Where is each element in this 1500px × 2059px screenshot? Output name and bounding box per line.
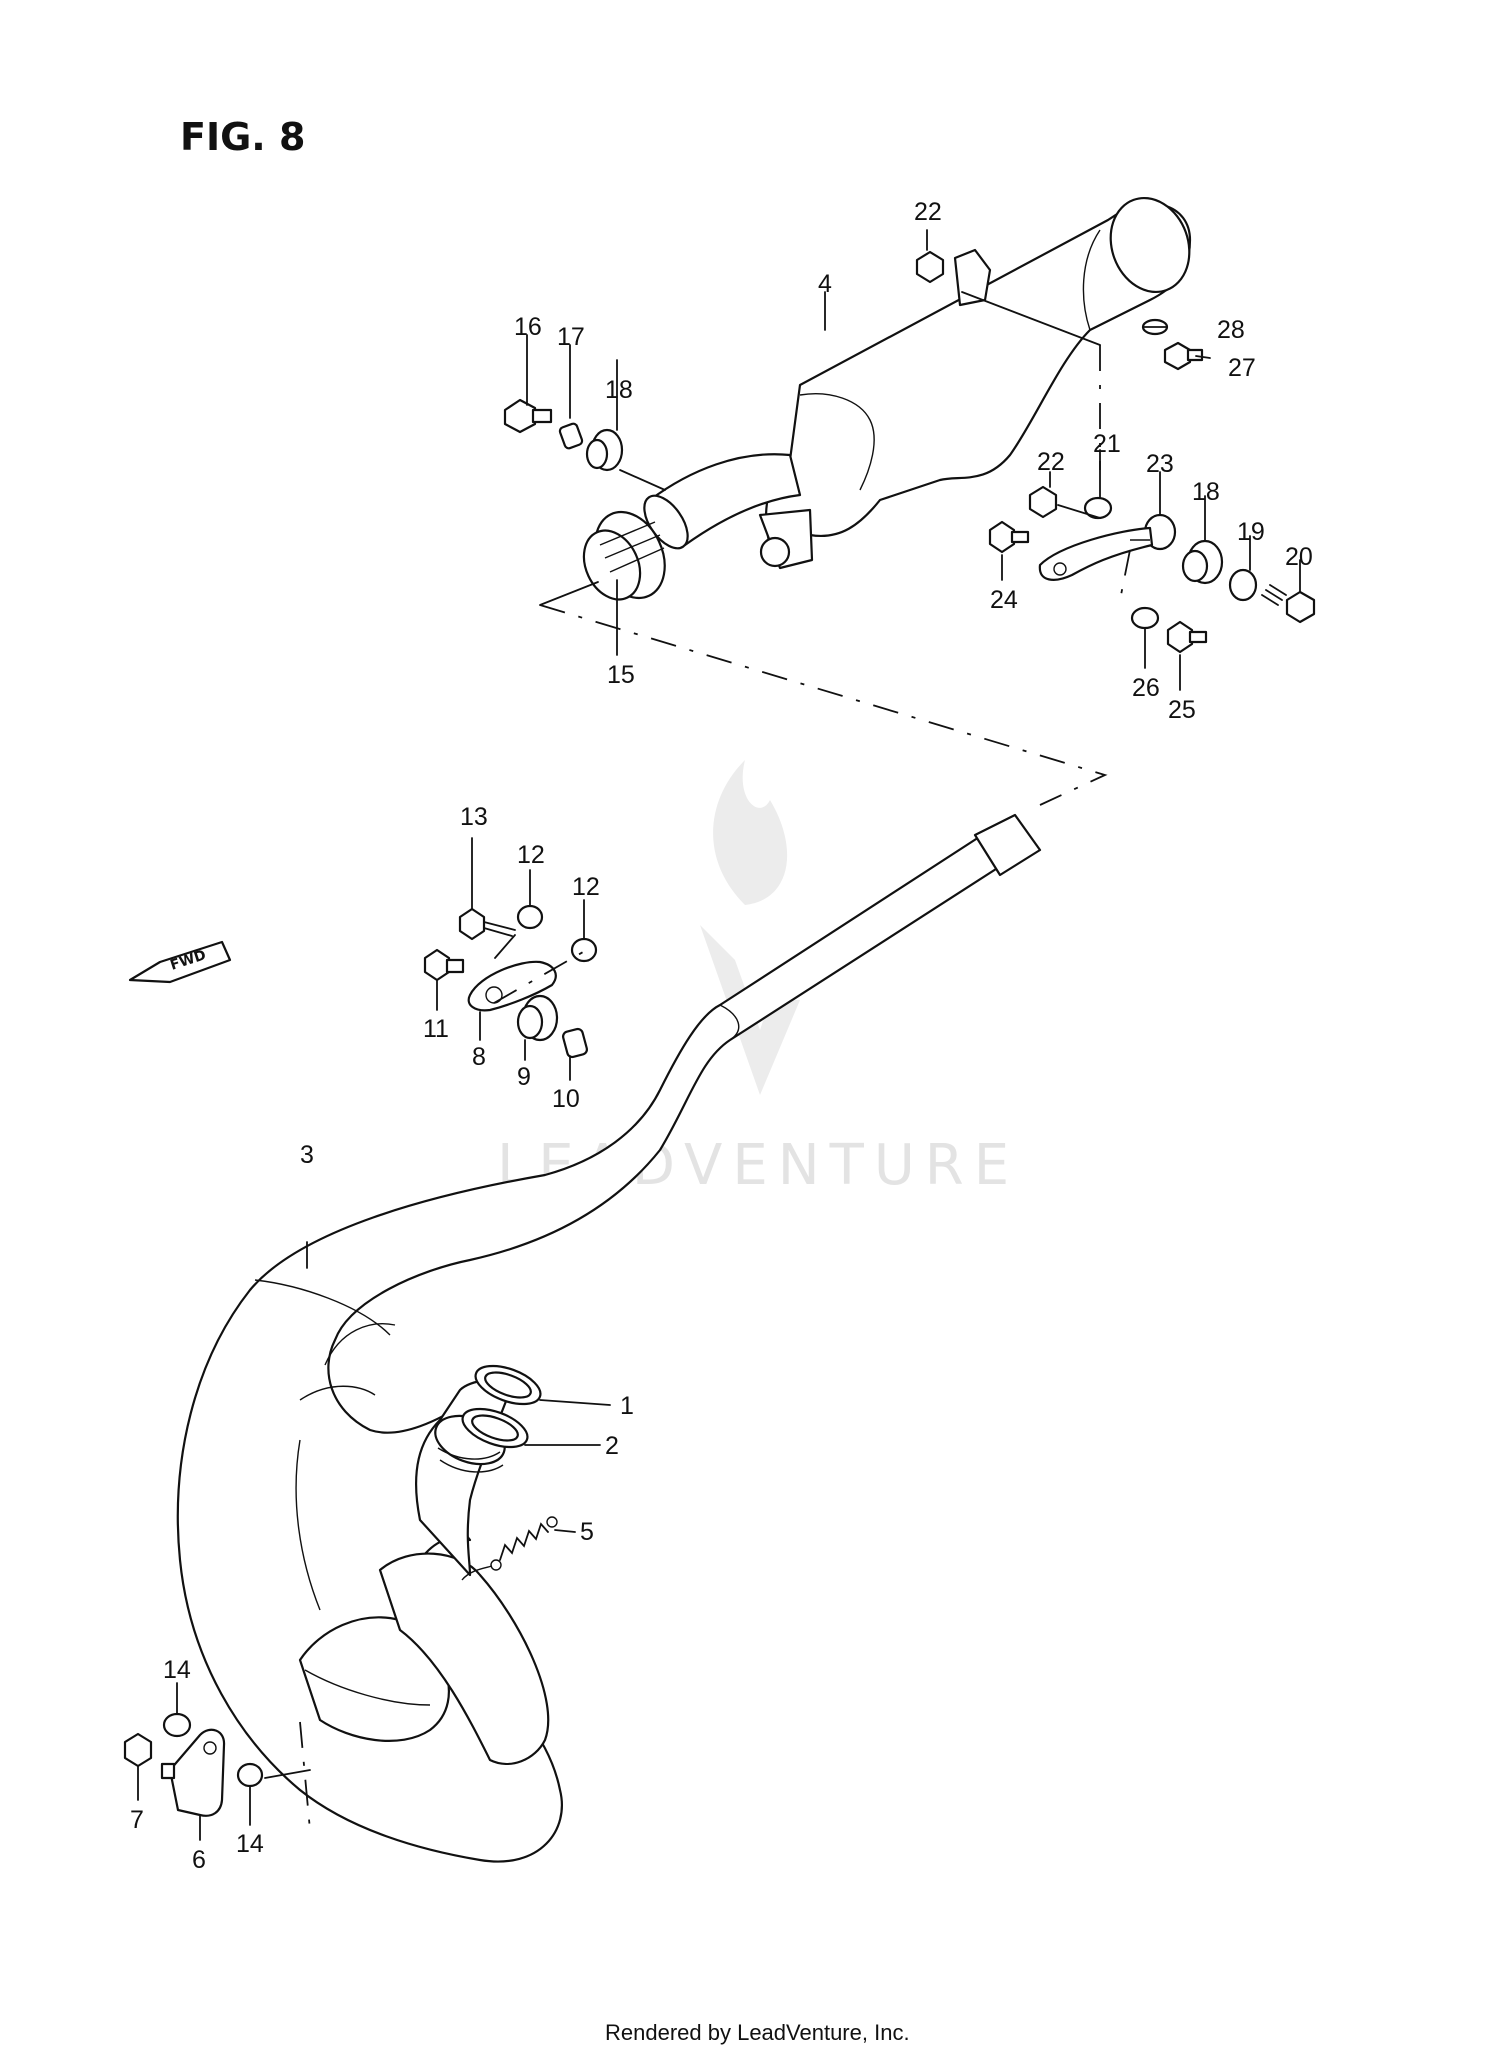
part-10-collar — [561, 1027, 589, 1059]
callout-12-right: 12 — [572, 873, 600, 901]
connection-lines — [264, 291, 1131, 1831]
callout-7: 7 — [130, 1806, 144, 1834]
part-24-bolt — [988, 520, 1030, 554]
part-11-bolt — [423, 948, 465, 982]
part-26-washer — [1130, 606, 1160, 630]
part-12-washer-right — [570, 937, 598, 963]
part-20-bolt — [1261, 584, 1316, 624]
callout-14-lower: 14 — [236, 1830, 264, 1858]
part-25-bolt — [1166, 620, 1208, 654]
part-1-gasket — [474, 1364, 542, 1406]
leader-lines — [137, 229, 1301, 1841]
callout-numbers: 1 2 3 4 5 6 7 8 9 10 11 12 12 13 14 14 1… — [130, 198, 1313, 1874]
callout-8: 8 — [472, 1043, 486, 1071]
part-18-damper-upper — [585, 428, 624, 472]
part-12-washer-left — [516, 904, 544, 930]
callout-18-right: 18 — [1192, 478, 1220, 506]
part-2-gasket — [461, 1407, 529, 1449]
callout-10: 10 — [552, 1085, 580, 1113]
part-8-bracket — [467, 960, 557, 1012]
callout-21: 21 — [1093, 430, 1121, 458]
callout-15: 15 — [607, 661, 635, 689]
callout-26: 26 — [1132, 674, 1160, 702]
part-5-spring — [461, 1516, 558, 1581]
leadventure-watermark: LEADVENTURE — [497, 760, 1009, 1198]
callout-4: 4 — [818, 270, 832, 298]
part-18-damper-right — [1181, 539, 1224, 585]
callout-12-left: 12 — [517, 841, 545, 869]
footer-credit: Rendered by LeadVenture, Inc. — [605, 2020, 910, 2045]
callout-24: 24 — [990, 586, 1018, 614]
part-9-damper — [516, 994, 559, 1042]
callout-18-upper: 18 — [605, 376, 633, 404]
part-6-bracket — [160, 1728, 226, 1817]
part-14-washer-upper — [162, 1712, 192, 1738]
callout-22-right: 22 — [1037, 448, 1065, 476]
callout-2: 2 — [605, 1432, 619, 1460]
figure-title: FIG. 8 — [180, 115, 305, 159]
part-7-nut — [123, 1732, 153, 1768]
exhaust-pipe — [176, 813, 1042, 1863]
callout-22-top: 22 — [914, 198, 942, 226]
part-19-washer — [1228, 568, 1258, 602]
callout-19: 19 — [1237, 518, 1265, 546]
mounting-bracket — [1038, 526, 1154, 581]
part-22-nut-top — [915, 250, 945, 284]
callout-27: 27 — [1228, 354, 1256, 382]
callout-5: 5 — [580, 1518, 594, 1546]
callout-13: 13 — [460, 803, 488, 831]
callout-20: 20 — [1285, 543, 1313, 571]
callout-11: 11 — [423, 1015, 449, 1043]
callout-3: 3 — [300, 1141, 314, 1169]
callout-16: 16 — [514, 313, 542, 341]
callout-6: 6 — [192, 1846, 206, 1874]
part-14-washer-lower — [236, 1762, 264, 1788]
part-13-bolt — [458, 907, 516, 941]
callout-14-upper: 14 — [163, 1656, 191, 1684]
part-16-bolt — [503, 398, 553, 434]
callout-25: 25 — [1168, 696, 1196, 724]
callout-17: 17 — [557, 323, 585, 351]
part-17-collar — [558, 422, 584, 450]
part-22-nut-right — [1028, 485, 1058, 519]
muffler — [643, 196, 1192, 570]
callout-1: 1 — [620, 1392, 634, 1420]
callout-23: 23 — [1146, 450, 1174, 478]
callout-9: 9 — [517, 1063, 531, 1091]
callout-28: 28 — [1217, 316, 1245, 344]
forward-direction-marker: FWD — [128, 940, 232, 984]
part-27-fitting — [1163, 341, 1204, 371]
